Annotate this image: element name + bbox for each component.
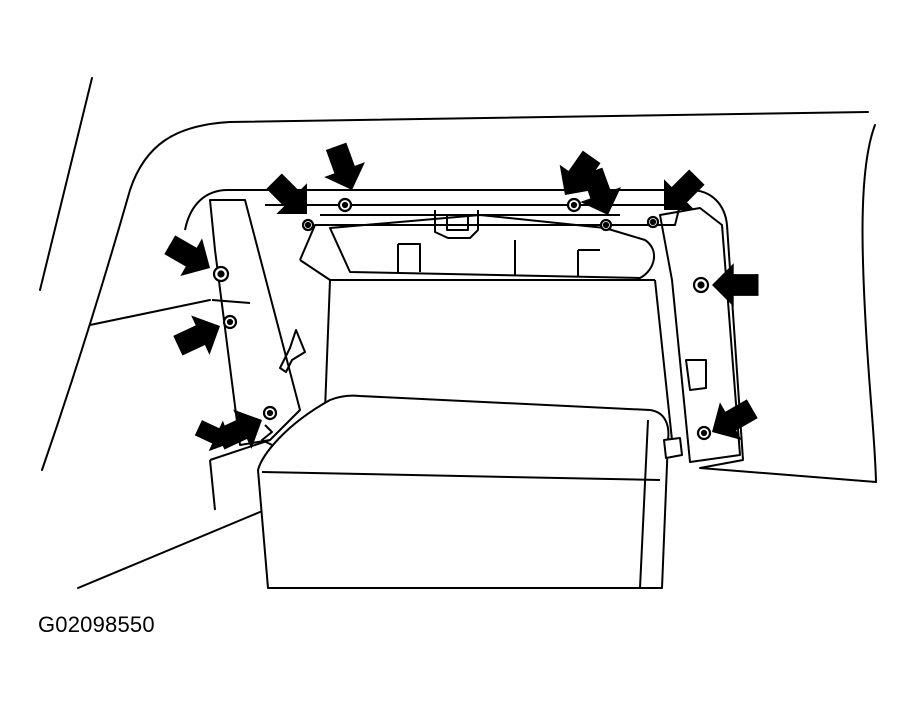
fastener-callout-arrow-icon [168,306,230,366]
frame-top-rail [265,204,681,261]
screw-clip-icon [566,197,582,213]
door-left-flange [209,439,271,511]
latch-tab [434,210,479,239]
screw-clip-icon [301,218,315,232]
fastener-callout-arrow-icon [158,225,221,287]
dash-right-contour [861,124,877,483]
fastener-callout-arrow-icon [258,165,323,230]
dash-lower-right-line [699,467,877,483]
figure-id-label: G02098550 [38,612,155,637]
fastener-callout-arrow-icon [712,263,759,307]
upper-recess-detail [261,210,707,446]
recess-outline [329,214,655,279]
windshield-edge-line [39,77,93,291]
dash-lower-left-line [77,511,261,589]
fastener-callout-arrow-icon [315,138,373,198]
door-top-edge [261,471,661,481]
screw-clip-icon [262,405,278,421]
fastener-callout-arrow-icon [701,389,764,451]
fasteners [212,197,712,441]
right-slot-tab [685,359,707,391]
dash-upper-contour [41,111,869,471]
screw-clip-icon [599,218,613,232]
door-right-edge [639,419,649,589]
latch-slot [446,214,469,231]
screw-clip-icon [337,197,353,213]
glove-box-door [209,394,683,589]
door-hinge-stub [663,437,683,459]
frame-left-inner-edge [211,299,251,304]
frame-right-flange [659,207,741,463]
screw-clip-icon [222,314,238,330]
dashboard-outline [39,77,877,589]
screw-clip-icon [646,215,660,229]
screw-clip-icon [212,265,230,283]
recess-rib-1 [397,243,421,272]
dash-left-seam-line [89,299,211,326]
screw-clip-icon [696,425,712,441]
bottom-left-notch [261,424,273,446]
screw-clip-icon [692,276,710,294]
recess-rib-3 [577,249,600,276]
door-outline [257,394,670,589]
frame-inner-left-wall [299,259,331,411]
left-clip-hook [279,329,306,373]
frame-inner-right-wall [654,279,673,441]
fastener-callout-arrow-icon [648,161,713,226]
